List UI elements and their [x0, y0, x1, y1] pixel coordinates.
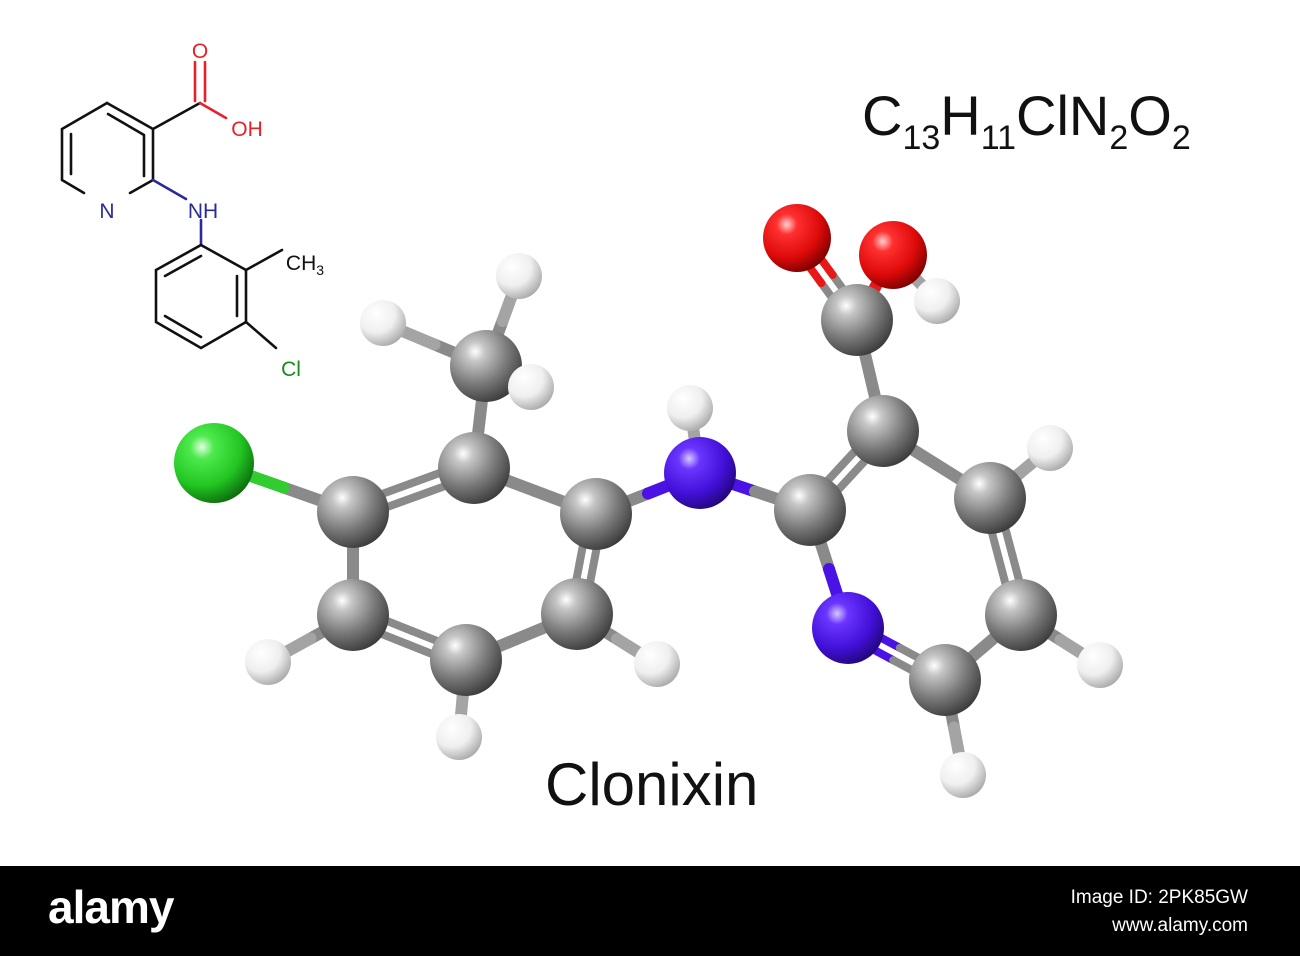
compound-name: Clonixin [545, 751, 759, 818]
atom-cl-cl1 [174, 423, 254, 503]
skeletal-bond [198, 101, 228, 120]
atom-c-c8 [774, 474, 846, 546]
skeletal-bond-inner [163, 314, 203, 339]
image-url-text: www.alamy.com [1112, 915, 1248, 936]
atom-c-c5 [430, 624, 502, 696]
skeletal-bond [151, 101, 202, 131]
atom-h-h4 [245, 639, 291, 685]
atom-c-c6 [541, 578, 613, 650]
atom-n-n1 [664, 437, 736, 509]
formula-subscript: 11 [980, 119, 1017, 157]
skeletal-label-methyl: CH3 [286, 252, 324, 278]
atom-h-h8 [1027, 425, 1073, 471]
atom-c-c7 [450, 330, 522, 402]
formula-element: ClN [1016, 84, 1110, 147]
atom-h-h2 [496, 253, 542, 299]
atom-c-c9 [909, 644, 981, 716]
atom-c-c3 [317, 476, 389, 548]
formula-element: H [940, 84, 981, 147]
skeletal-bond [151, 178, 188, 201]
atom-h-h11 [914, 278, 960, 324]
formula-subscript: 2 [1109, 119, 1129, 157]
skeletal-bond [60, 101, 109, 195]
atom-h-h1 [360, 300, 406, 346]
atom-c-c11 [954, 462, 1026, 534]
atom-o-o2 [859, 221, 927, 289]
atom-h-h9 [1077, 642, 1123, 688]
formula-element: C [862, 84, 903, 147]
skeletal-bond [193, 60, 207, 103]
skeletal-label-amine: NH [188, 200, 218, 223]
atom-c-c12 [847, 395, 919, 467]
skeletal-bond [105, 101, 155, 195]
molecular-formula: C13H11ClN2O2 [862, 88, 1191, 156]
atom-o-o1 [763, 204, 831, 272]
brand-logo: alamy [48, 881, 174, 933]
skeletal-bond [244, 248, 284, 272]
atom-h-h5 [436, 714, 482, 760]
skeletal-bond-inner [106, 112, 146, 137]
atom-c-c4 [317, 579, 389, 651]
atom-h-h3 [508, 364, 554, 410]
watermark-bar: alamy Image ID: 2PK85GW www.alamy.com [0, 866, 1300, 956]
formula-subscript: 2 [1171, 119, 1191, 157]
atom-c-c13 [821, 284, 893, 356]
atom-h-h7 [667, 385, 713, 431]
skeletal-bond [244, 320, 278, 350]
skeletal-label-hydroxyl: OH [231, 118, 263, 141]
atom-n-n2 [812, 592, 884, 664]
image-id-text: Image ID: 2PK85GW [1070, 887, 1248, 908]
formula-element: O [1128, 84, 1172, 147]
atom-c-c2 [438, 432, 510, 504]
formula-subscript: 13 [902, 119, 941, 157]
atom-h-h10 [940, 752, 986, 798]
skeletal-label-carbonyl-o: O [192, 40, 208, 63]
skeletal-label-ring-n: N [99, 200, 114, 223]
atom-h-h6 [634, 641, 680, 687]
skeletal-bond-inner [163, 254, 203, 278]
atom-c-c1 [560, 478, 632, 550]
skeletal-label-chlorine: Cl [281, 358, 301, 381]
atom-c-c10 [985, 579, 1057, 651]
